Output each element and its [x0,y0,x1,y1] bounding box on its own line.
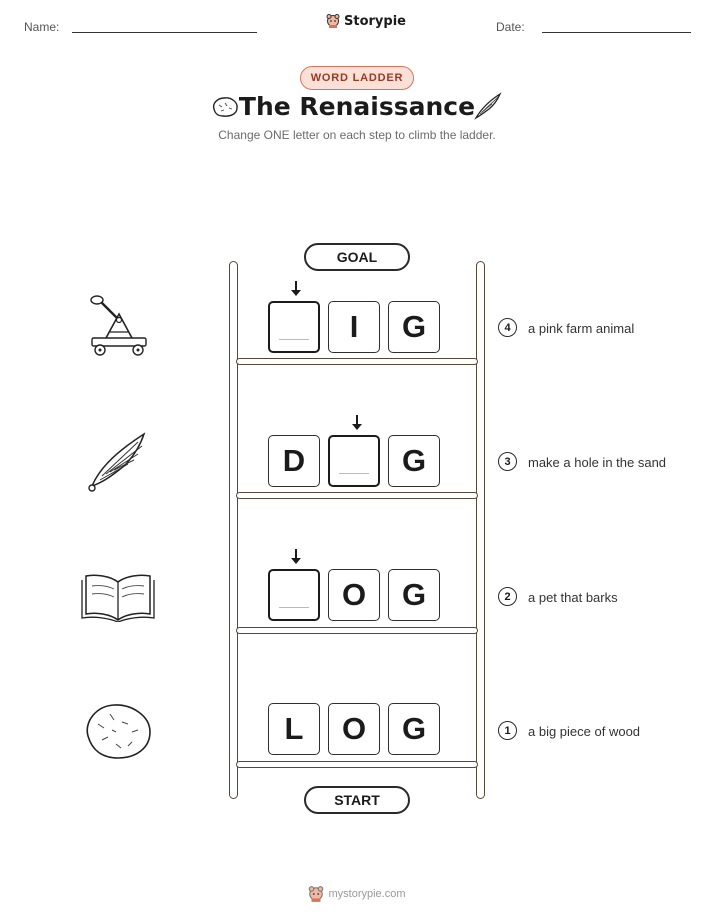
ladder-rung [236,358,478,365]
page-title: The Renaissance [238,92,476,121]
letter-box: D [268,435,320,487]
footer-url[interactable]: mystorypie.com [328,888,406,900]
word-ladder-badge: WORD LADDER [299,66,415,90]
clue-text: a pet that barks [528,590,618,605]
letter-input-box[interactable] [328,435,380,487]
letter-input-box[interactable] [268,301,320,353]
letter-box: I [328,301,380,353]
letter-box: O [328,703,380,755]
storypie-mascot-icon [309,886,324,902]
letter-box: L [268,703,320,755]
wing-icon [88,432,146,492]
clue-text: a big piece of wood [528,724,641,739]
instructions: Change ONE letter on each step to climb … [218,128,496,142]
down-arrow-icon [291,281,301,296]
ladder-rung [236,492,478,499]
word-row-3: D G [268,435,440,487]
ladder-rung [236,761,478,768]
rock-icon [86,704,151,759]
name-label: Name: [24,20,60,34]
goal-label: GOAL [304,243,410,271]
word-row-4: I G [268,301,440,353]
down-arrow-icon [352,415,362,430]
letter-box: O [328,569,380,621]
logo-text: Storypie [344,13,406,29]
step-number-badge: 4 [498,318,517,337]
start-label: START [304,786,410,814]
date-label: Date: [496,20,525,34]
step-number-badge: 3 [498,452,517,471]
storypie-logo: Storypie [326,13,406,29]
wing-icon [474,92,502,120]
letter-box: G [388,301,440,353]
catapult-icon [90,295,147,356]
footer: mystorypie.com [308,885,406,903]
down-arrow-icon [291,549,301,564]
rock-icon [212,97,238,117]
ladder-right-rail [476,261,485,799]
date-field[interactable] [542,32,691,33]
clue-text: make a hole in the sand [528,455,667,470]
step-number-badge: 2 [498,587,517,606]
word-row-1: L O G [268,703,440,755]
letter-box: G [388,703,440,755]
open-book-icon [81,574,155,622]
name-field[interactable] [72,32,257,33]
letter-input-box[interactable] [268,569,320,621]
step-number-badge: 1 [498,721,517,740]
letter-box: G [388,435,440,487]
ladder-left-rail [229,261,238,799]
ladder-rung [236,627,478,634]
clue-text: a pink farm animal [528,321,635,336]
word-row-2: O G [268,569,440,621]
letter-box: G [388,569,440,621]
storypie-mascot-icon [326,14,340,28]
